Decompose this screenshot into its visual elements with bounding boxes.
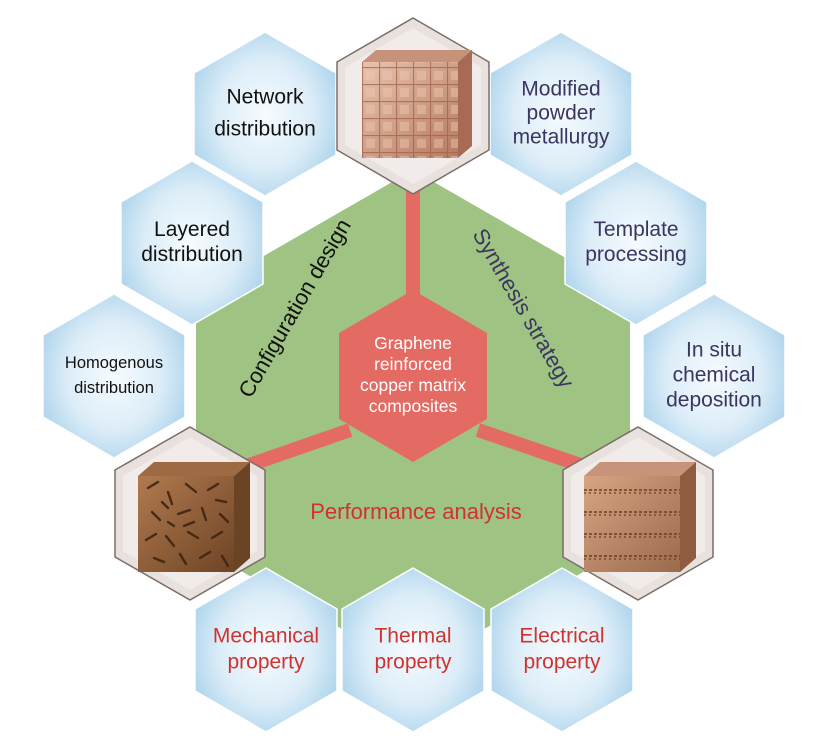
hex-homogenous-label-line: distribution bbox=[74, 379, 154, 397]
cube-image-layered-right bbox=[562, 426, 714, 601]
hex-modified-shape bbox=[489, 31, 633, 197]
hex-electrical-label-line: property bbox=[523, 651, 601, 674]
hex-electrical: Electrical property bbox=[490, 567, 634, 733]
hex-layered-label-line: distribution bbox=[141, 243, 243, 266]
hex-mechanical-label-line: property bbox=[227, 651, 305, 674]
hex-modified-label-line: metallurgy bbox=[513, 126, 610, 149]
center-label-line: copper matrix bbox=[360, 375, 466, 395]
hex-network-label-line: Network bbox=[226, 86, 304, 109]
hex-electrical-shape bbox=[490, 567, 634, 733]
hex-insitu-label-line: deposition bbox=[666, 389, 762, 412]
hex-modified-label-line: powder bbox=[527, 102, 596, 125]
hex-network-shape bbox=[193, 31, 337, 197]
hex-layered-label-line: Layered bbox=[154, 218, 230, 241]
center-label-line: composites bbox=[369, 396, 458, 416]
hex-layered-shape bbox=[120, 160, 264, 326]
center-label-line: Graphene bbox=[374, 333, 452, 353]
hex-thermal-label-line: Thermal bbox=[374, 625, 451, 648]
section-label-performance-analysis: Performance analysis bbox=[310, 499, 522, 524]
hex-mechanical-shape bbox=[194, 567, 338, 733]
hex-electrical-label-line: Electrical bbox=[519, 625, 604, 648]
hex-template-label-line: Template bbox=[593, 218, 678, 241]
hex-thermal-label-line: property bbox=[374, 651, 452, 674]
hex-modified-label-line: Modified bbox=[521, 78, 600, 101]
center-label-line: reinforced bbox=[374, 354, 452, 374]
hex-insitu-label-line: In situ bbox=[686, 339, 742, 362]
hex-homogenous-label-line: Homogenous bbox=[65, 354, 163, 372]
hex-insitu-label-line: chemical bbox=[673, 364, 756, 387]
hex-network: Network distribution bbox=[193, 31, 337, 197]
hex-thermal-shape bbox=[341, 567, 485, 733]
hex-template-shape bbox=[564, 160, 708, 326]
hex-mechanical: Mechanical property bbox=[194, 567, 338, 733]
hex-homogenous-shape bbox=[42, 293, 186, 459]
cube-image-homogenous-left bbox=[114, 426, 266, 601]
center-hexagon bbox=[339, 290, 487, 462]
hex-insitu-shape bbox=[642, 293, 786, 459]
hex-homogenous: Homogenous distribution bbox=[42, 293, 186, 459]
hex-thermal: Thermal property bbox=[341, 567, 485, 733]
hex-mechanical-label-line: Mechanical bbox=[213, 625, 319, 648]
cube-image-grid-top bbox=[336, 17, 490, 195]
hex-template-label-line: processing bbox=[585, 243, 687, 266]
hex-network-label-line: distribution bbox=[214, 118, 316, 141]
